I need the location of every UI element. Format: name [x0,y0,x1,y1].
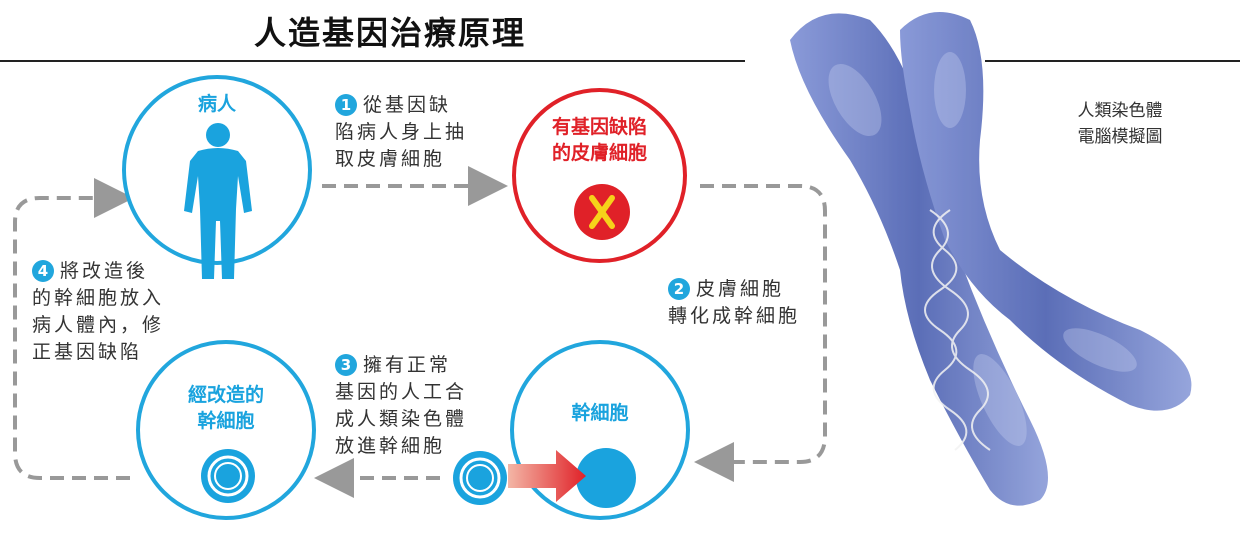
defect-label-line2: 的皮膚細胞 [551,142,647,164]
defect-cell-circle: 有基因缺陷 的皮膚細胞 [512,88,687,263]
person-icon [184,123,252,279]
step3-text: 3 擁有正常 基因的人工合 成人類染色體 放進幹細胞 [335,352,467,460]
step2-line1: 皮膚細胞 [696,278,785,300]
stem-cell-circle: 幹細胞 [510,340,690,520]
step4-line1: 將改造後 [60,260,149,282]
step1-line2: 陷病人身上抽 [335,121,468,143]
arrow-step2 [694,184,827,482]
step1-badge: 1 [335,94,357,116]
step2-text: 2 皮膚細胞 轉化成幹細胞 [668,276,800,330]
step3-line1: 擁有正常 [363,354,452,376]
modified-label-line1: 經改造的 [187,384,264,406]
modified-label-line2: 幹細胞 [197,410,255,432]
step3-line4: 放進幹細胞 [335,435,446,457]
chromosome-caption-line1: 人類染色體 [1077,101,1163,121]
step3-badge: 3 [335,354,357,376]
step2-line2: 轉化成幹細胞 [668,305,801,327]
modified-cell-circle: 經改造的 幹細胞 [136,340,316,520]
step4-badge: 4 [32,260,54,282]
step2-badge: 2 [668,278,690,300]
arrow-step4 [13,178,134,480]
chromosome-caption: 人類染色體 電腦模擬圖 [1040,98,1200,150]
page-title: 人造基因治療原理 [253,14,526,52]
patient-label: 病人 [197,93,236,115]
step3-line2: 基因的人工合 [335,381,468,403]
patient-circle: 病人 [122,75,312,279]
chromosome-illustration [790,12,1192,506]
step3-line3: 成人類染色體 [335,408,468,430]
step4-line2: 的幹細胞放入 [32,287,165,309]
defect-label-line1: 有基因缺陷 [551,116,647,138]
step4-text: 4 將改造後 的幹細胞放入 病人體內，修 正基因缺陷 [32,258,164,366]
modified-cell-icon [201,449,255,503]
step4-line4: 正基因缺陷 [32,341,143,363]
title-rule-right [985,60,1240,62]
stem-label: 幹細胞 [571,402,629,424]
step1-line1: 從基因缺 [363,94,452,116]
step1-line3: 取皮膚細胞 [335,148,446,170]
stem-cell-icon [576,448,636,508]
inserted-cell-icon [453,451,507,505]
chromosome-caption-line2: 電腦模擬圖 [1077,127,1163,147]
title-rule-left [0,60,745,62]
chromosome-icon [574,184,630,240]
insert-arrow-icon [508,450,586,502]
step4-line3: 病人體內，修 [32,314,165,336]
step1-text: 1 從基因缺 陷病人身上抽 取皮膚細胞 [335,92,467,173]
